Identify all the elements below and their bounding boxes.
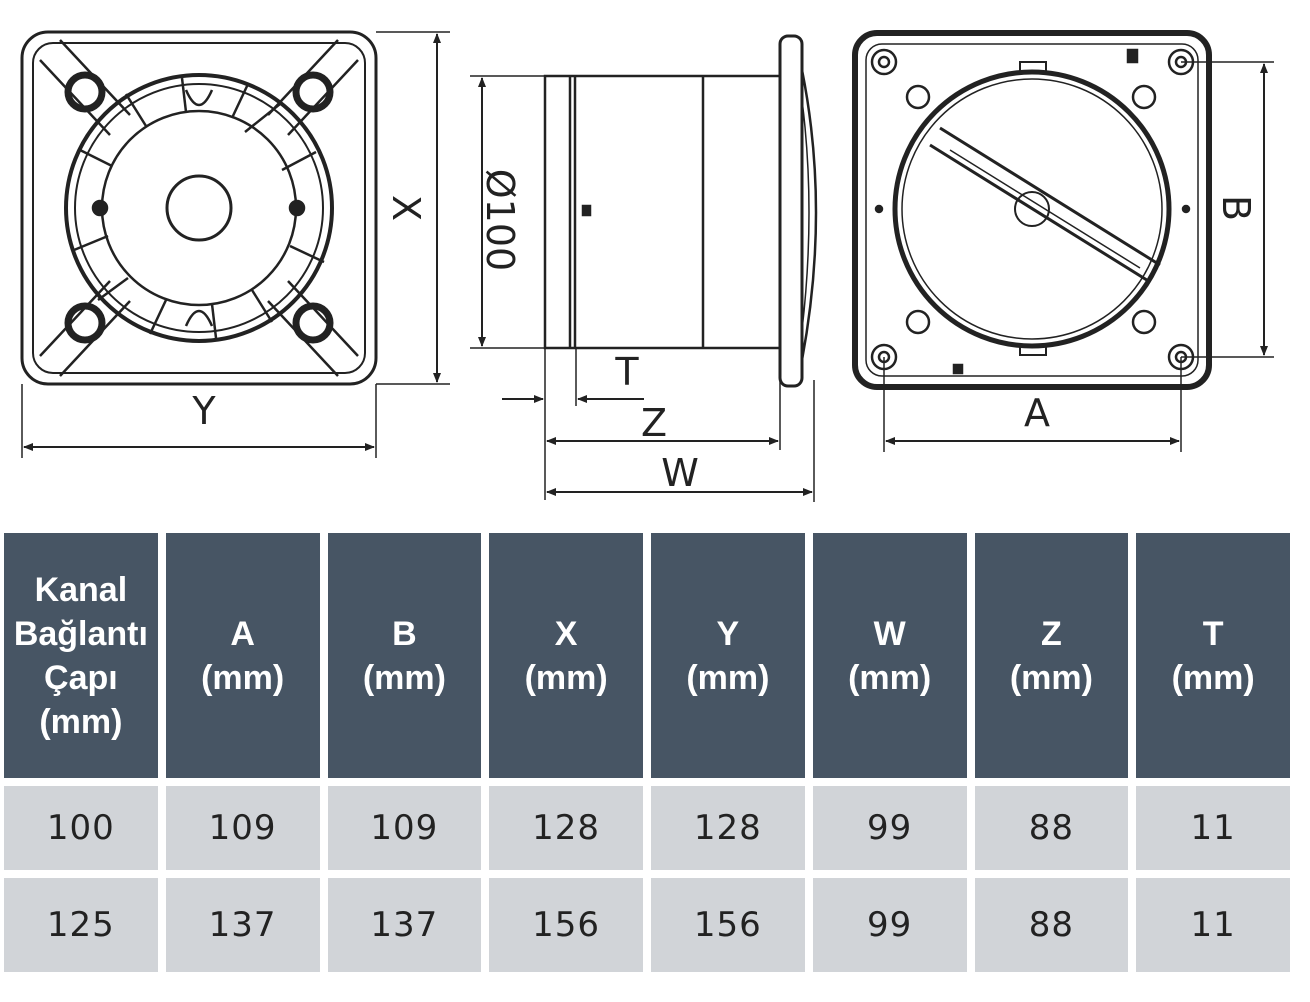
dimension-z: Z xyxy=(546,348,781,450)
front-view xyxy=(20,30,378,386)
label-b: B xyxy=(1214,195,1258,221)
table-cell: 11 xyxy=(1136,786,1290,870)
table-cell: 125 xyxy=(4,878,158,972)
table-cell: 99 xyxy=(812,786,967,870)
header-duct-diameter: Kanal Bağlantı Çapı (mm) xyxy=(4,533,158,778)
header-w: W(mm) xyxy=(812,533,967,778)
table-cell: 156 xyxy=(489,878,643,972)
dimension-y: Y xyxy=(21,384,377,458)
side-view xyxy=(543,34,818,388)
technical-drawing: X Y Ø100 T Z W xyxy=(20,30,1274,502)
table-row: 100 109 109 128 128 99 88 11 xyxy=(4,786,1290,870)
label-y: Y xyxy=(191,389,216,433)
table-cell: 88 xyxy=(974,786,1129,870)
header-x: X(mm) xyxy=(489,533,643,778)
label-w: W xyxy=(661,451,699,495)
label-x: X xyxy=(384,195,428,221)
table-row: 125 137 137 156 156 99 88 11 xyxy=(4,878,1290,972)
dimension-x: X xyxy=(376,31,450,385)
header-a: A(mm) xyxy=(165,533,320,778)
table-cell: 156 xyxy=(651,878,805,972)
dimension-t: T xyxy=(502,348,644,500)
dimension-diameter: Ø100 xyxy=(470,75,545,349)
table-cell: 99 xyxy=(812,878,967,972)
table-cell: 109 xyxy=(327,786,482,870)
header-z: Z(mm) xyxy=(974,533,1129,778)
header-t: T(mm) xyxy=(1136,533,1290,778)
table-cell: 100 xyxy=(4,786,158,870)
table-cell: 109 xyxy=(165,786,320,870)
table-header-row: Kanal Bağlantı Çapı (mm) A(mm) B(mm) X(m… xyxy=(4,533,1290,778)
table-cell: 128 xyxy=(489,786,643,870)
label-diameter: Ø100 xyxy=(478,169,522,271)
dimension-w: W xyxy=(546,380,815,502)
table-cell: 137 xyxy=(165,878,320,972)
back-view xyxy=(852,30,1212,390)
table-cell: 11 xyxy=(1136,878,1290,972)
header-y: Y(mm) xyxy=(651,533,805,778)
table-cell: 137 xyxy=(327,878,482,972)
label-z: Z xyxy=(641,401,667,445)
dimension-b: B xyxy=(1181,61,1274,358)
table-cell: 128 xyxy=(651,786,805,870)
table-cell: 88 xyxy=(974,878,1129,972)
label-t: T xyxy=(614,350,639,394)
header-b: B(mm) xyxy=(327,533,482,778)
dimension-a: A xyxy=(883,357,1182,452)
dimensions-table: Kanal Bağlantı Çapı (mm) A(mm) B(mm) X(m… xyxy=(0,525,1298,980)
label-a: A xyxy=(1024,391,1050,435)
